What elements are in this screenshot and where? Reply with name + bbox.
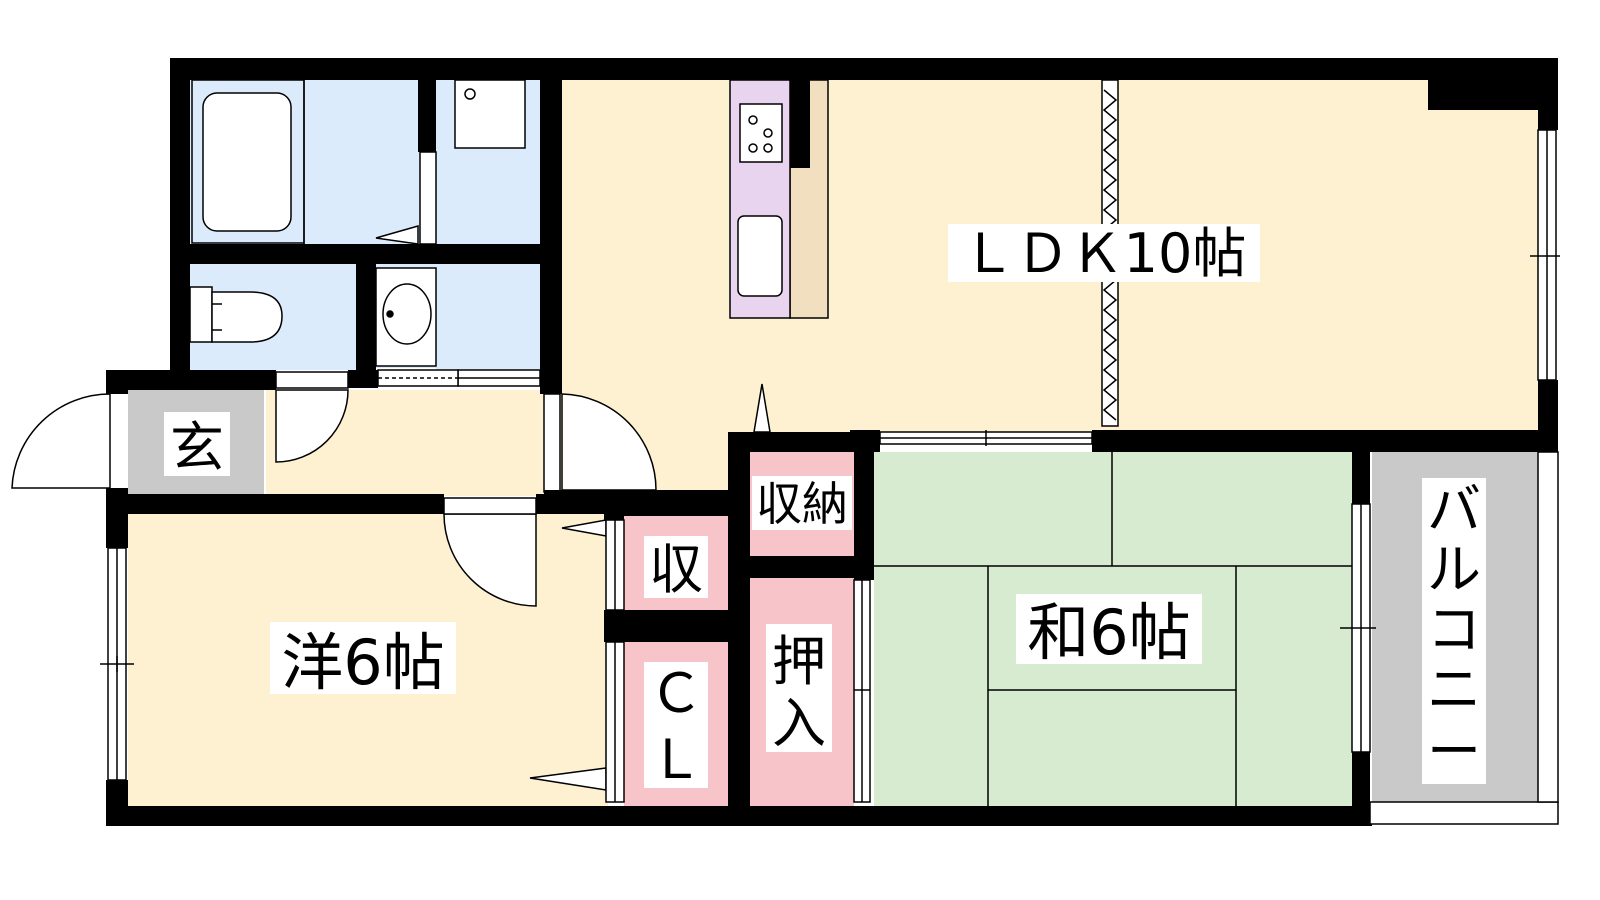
- closet-label-bottom: Ｌ: [649, 728, 703, 791]
- washing-machine-drain: [464, 88, 476, 100]
- entrance-label: 玄: [170, 416, 224, 479]
- toilet-bowl: [211, 291, 283, 343]
- balcony-label-char: ニ: [1427, 658, 1481, 721]
- bath-door-arrow: [375, 225, 419, 245]
- western-label-bg: [270, 622, 456, 694]
- kitchen-sink: [737, 215, 783, 297]
- western-label: 洋6帖: [281, 626, 444, 699]
- balcony-label-char: バ: [1427, 478, 1481, 541]
- storage-small-label: 収: [649, 538, 703, 601]
- entrance-label-bg: [164, 412, 230, 476]
- oshiire-label-top: 押: [772, 630, 826, 693]
- storage-ldk-label: 収納: [756, 477, 848, 531]
- toilet-tank: [189, 286, 213, 343]
- doors: [11, 225, 771, 791]
- japanese-label-bg: [1016, 594, 1202, 664]
- windows: [100, 79, 1560, 803]
- balcony-label-char: コ: [1427, 598, 1481, 661]
- bath-partition: [419, 151, 437, 245]
- ldk-door-frame: [543, 393, 561, 493]
- ldk-label: ＬＤＫ10帖: [962, 222, 1247, 285]
- sink-door: [377, 369, 459, 387]
- western-door-swing: [443, 513, 537, 607]
- bathtub-inner: [202, 92, 292, 232]
- tatami-lines: [874, 452, 1352, 806]
- western-door-frame: [443, 497, 537, 515]
- storage-small-label-bg: [644, 536, 708, 598]
- balcony-label-char: ー: [1427, 720, 1481, 783]
- oshiire-label-bg: [766, 624, 832, 752]
- balcony-label-char: ル: [1427, 538, 1481, 601]
- washing-machine: [454, 79, 526, 149]
- stove-burner: [748, 143, 758, 153]
- ldk-label-bg: [948, 224, 1260, 282]
- walls: [106, 58, 1559, 826]
- entrance-door-frame: [275, 371, 349, 389]
- ldk-door-swing: [561, 393, 657, 491]
- stove-burner: [763, 143, 773, 153]
- stove-burner: [748, 115, 758, 125]
- labels: ＬＤＫ10帖 洋6帖 和6帖 玄 収納 収 Ｃ Ｌ 押 入 バ ル コ ニ ー: [164, 222, 1486, 791]
- stove-burner: [763, 128, 773, 138]
- balcony-label-bg: [1422, 478, 1486, 784]
- closet-label-bg: [644, 662, 708, 788]
- storage-ldk-label-bg: [752, 476, 852, 530]
- stove: [739, 103, 783, 163]
- closet-label-top: Ｃ: [649, 662, 703, 725]
- fixtures: [189, 79, 829, 367]
- japanese-label: 和6帖: [1027, 596, 1190, 669]
- front-door-swing: [11, 393, 111, 489]
- wash-basin-bowl: [382, 283, 432, 345]
- oshiire-label-bottom: 入: [772, 692, 826, 755]
- toilet-door-swing: [275, 389, 349, 463]
